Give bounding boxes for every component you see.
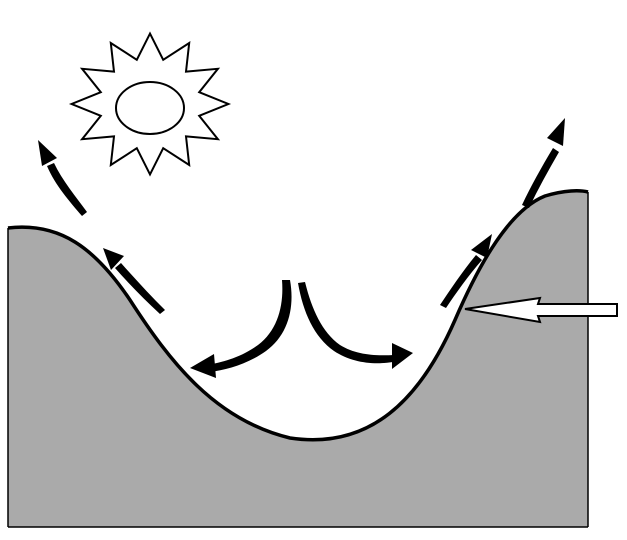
- downslope-wind-arrow-left: [190, 280, 292, 378]
- upslope-wind-arrow-right-lower: [440, 234, 492, 308]
- downslope-wind-arrow-right: [298, 282, 413, 369]
- sun-icon: [68, 31, 232, 177]
- upslope-wind-arrow-left-lower: [103, 248, 165, 314]
- upslope-wind-arrow-right-upper: [522, 118, 565, 208]
- valley-terrain: [8, 190, 588, 528]
- valley-surface-line: [7, 189, 589, 442]
- pointer-arrow: [464, 296, 618, 324]
- upslope-wind-arrow-left-upper: [38, 140, 87, 216]
